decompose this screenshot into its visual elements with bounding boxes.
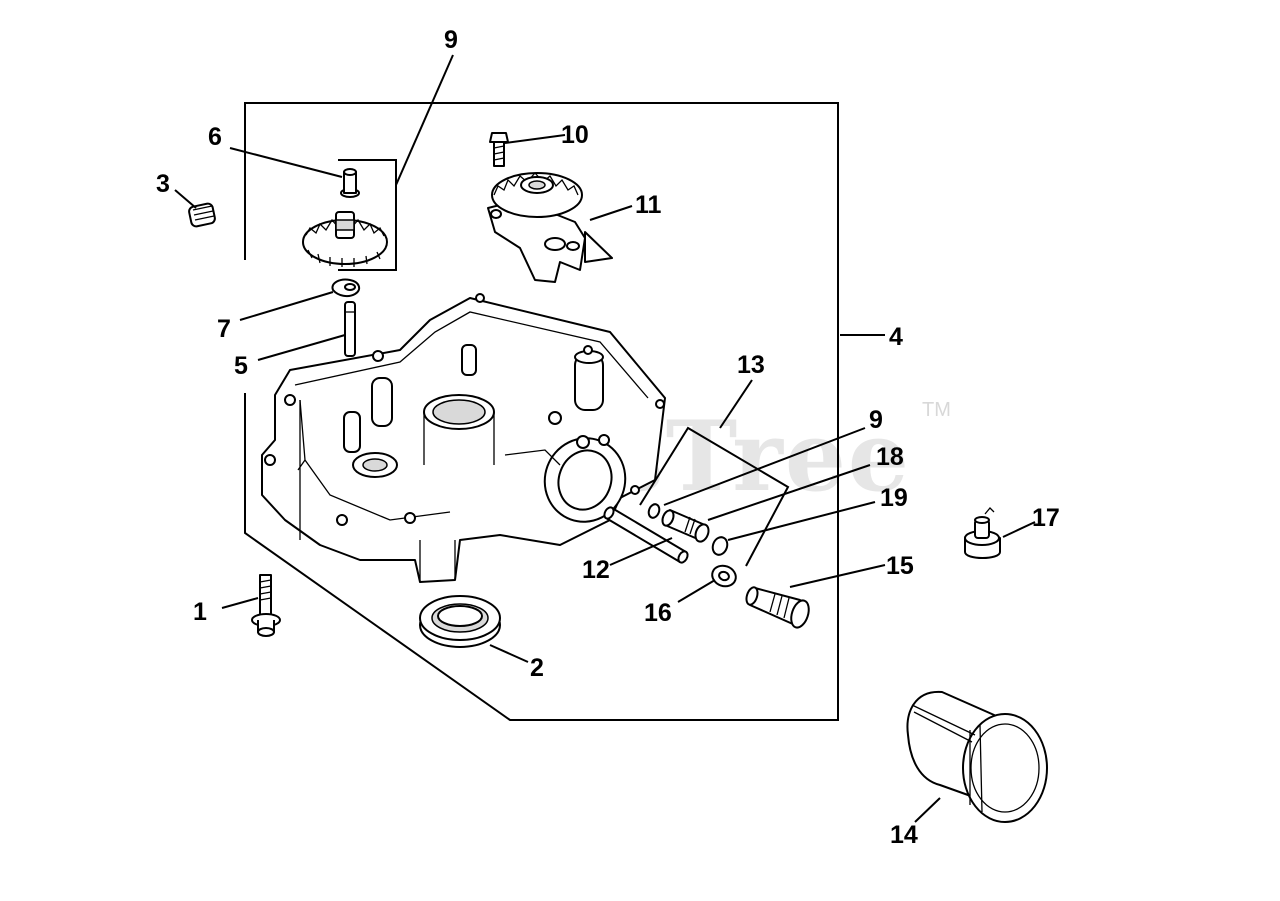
part-o-ring-19[interactable] bbox=[710, 535, 729, 557]
part-oil-pressure-switch[interactable] bbox=[964, 507, 1001, 559]
part-oil-seal[interactable] bbox=[419, 595, 501, 648]
part-oil-filter[interactable] bbox=[906, 690, 1048, 823]
part-pipe[interactable] bbox=[603, 506, 690, 564]
callout-7[interactable]: 7 bbox=[217, 315, 231, 343]
callout-2[interactable]: 2 bbox=[530, 654, 544, 682]
callout-6[interactable]: 6 bbox=[208, 123, 222, 151]
callout-13[interactable]: 13 bbox=[737, 351, 765, 379]
part-governor-gear[interactable] bbox=[302, 211, 388, 267]
callout-19[interactable]: 19 bbox=[880, 484, 908, 512]
callout-10[interactable]: 10 bbox=[561, 121, 589, 149]
watermark-trademark: TM bbox=[922, 399, 951, 421]
leader-lines bbox=[174, 54, 1036, 823]
part-o-ring-9[interactable] bbox=[647, 503, 661, 520]
callout-1[interactable]: 1 bbox=[193, 598, 207, 626]
callout-9[interactable]: 9 bbox=[869, 406, 883, 434]
part-washer[interactable] bbox=[709, 562, 738, 589]
callout-11[interactable]: 11 bbox=[635, 191, 662, 219]
callout-12[interactable]: 12 bbox=[582, 556, 610, 584]
part-bolt[interactable] bbox=[251, 574, 281, 637]
part-clip[interactable] bbox=[331, 278, 361, 298]
part-pin[interactable] bbox=[340, 168, 360, 198]
part-shaft[interactable] bbox=[344, 301, 356, 357]
callout-5[interactable]: 5 bbox=[234, 352, 248, 380]
callout-14[interactable]: 14 bbox=[890, 821, 918, 849]
part-screw[interactable] bbox=[489, 132, 509, 167]
callout-18[interactable]: 18 bbox=[876, 443, 904, 471]
callout-8[interactable]: 9 bbox=[444, 26, 458, 54]
callout-16[interactable]: 16 bbox=[644, 599, 672, 627]
part-oil-pan[interactable] bbox=[261, 293, 666, 583]
assembly-frame bbox=[244, 102, 839, 721]
part-oil-pump[interactable] bbox=[487, 172, 613, 283]
callout-17[interactable]: 17 bbox=[1032, 504, 1060, 532]
part-filter-nipple[interactable] bbox=[744, 586, 811, 630]
part-relief-valve[interactable] bbox=[660, 509, 711, 544]
callout-labels: 9 6 3 10 11 7 5 4 13 9 18 19 17 12 15 16… bbox=[156, 26, 1060, 849]
callout-3[interactable]: 3 bbox=[156, 170, 170, 198]
callout-15[interactable]: 15 bbox=[886, 552, 914, 580]
callout-4[interactable]: 4 bbox=[889, 323, 903, 351]
part-plug[interactable] bbox=[188, 202, 216, 228]
